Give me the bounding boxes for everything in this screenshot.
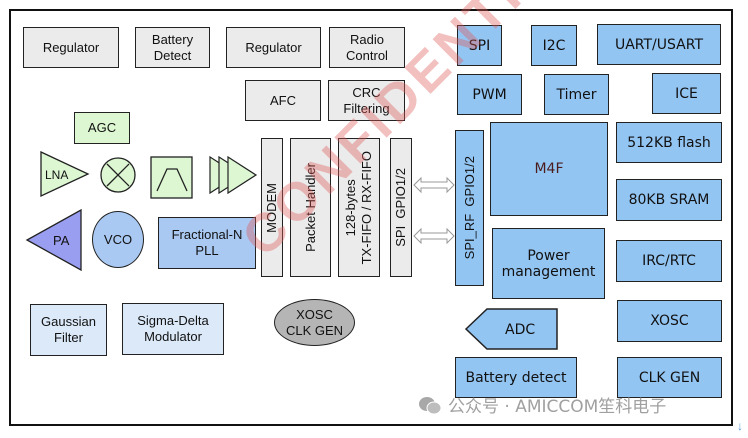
double-arrow-icon-1 bbox=[413, 176, 455, 194]
lna-triangle-icon bbox=[40, 150, 90, 198]
regulator-block-2: Regulator bbox=[226, 27, 321, 68]
agc-block: AGC bbox=[74, 112, 130, 144]
modem-block: MODEM bbox=[261, 138, 283, 277]
lna-label: LNA bbox=[45, 168, 68, 182]
chip-boundary bbox=[9, 9, 733, 426]
battery-detect-mcu-block: Battery detect bbox=[455, 357, 577, 398]
scroll-down-arrow-icon[interactable]: ↓ bbox=[737, 419, 743, 433]
power-label-line2: management bbox=[501, 263, 596, 280]
if-amplifier-chain-icon bbox=[209, 155, 258, 195]
i2c-block: I2C bbox=[531, 25, 577, 66]
wechat-caption-text: 公众号 · AMICCOM笙科电子 bbox=[448, 397, 667, 417]
crc-filtering-block: CRC Filtering bbox=[328, 80, 405, 121]
mixer-icon bbox=[100, 157, 136, 193]
packet-handler-block: Packet Handler bbox=[290, 138, 331, 277]
sigma-delta-modulator-block: Sigma-Delta Modulator bbox=[122, 303, 224, 355]
wechat-caption: 公众号 · AMICCOM笙科电子 bbox=[418, 392, 666, 417]
pll-label-line2: PLL bbox=[195, 243, 219, 258]
sram-label: 80KB SRAM bbox=[628, 192, 710, 208]
regulator-block-1: Regulator bbox=[23, 27, 119, 68]
irc-rtc-block: IRC/RTC bbox=[616, 240, 722, 282]
gaussian-label-line1: Gaussian bbox=[41, 314, 96, 329]
pwm-block: PWM bbox=[457, 74, 522, 115]
sigma-label-line1: Sigma-Delta bbox=[137, 313, 209, 328]
pa-triangle-icon bbox=[25, 208, 82, 272]
uart-usart-block: UART/USART bbox=[597, 24, 721, 65]
timer-block: Timer bbox=[544, 74, 609, 115]
double-arrow-icon-2 bbox=[413, 227, 455, 244]
xosc-clk-gen-rf-block: XOSC CLK GEN bbox=[274, 299, 355, 346]
flash-block: 512KB flash bbox=[616, 122, 722, 163]
agc-label: AGC bbox=[87, 120, 117, 135]
pwm-label: PWM bbox=[472, 86, 507, 103]
radio-control-block: Radio Control bbox=[329, 27, 405, 68]
xosc-mcu-block: XOSC bbox=[617, 300, 722, 342]
fifo-block: 128-bytes TX-FIFO / RX-FIFO bbox=[338, 138, 380, 277]
wechat-icon bbox=[419, 396, 442, 414]
radio-control-label: Radio Control bbox=[346, 31, 388, 63]
interface-arrows bbox=[413, 176, 455, 244]
spi-gpio-rf-label: SPI GPIO1/2 bbox=[393, 168, 408, 247]
clk-gen-label: CLK GEN bbox=[638, 369, 701, 386]
bandpass-filter-icon bbox=[150, 156, 193, 199]
spi-gpio-rf-block: SPI GPIO1/2 bbox=[390, 138, 412, 277]
xosc-rf-label-line1: XOSC bbox=[296, 306, 333, 322]
xosc-rf-label-line2: CLK GEN bbox=[285, 322, 344, 338]
timer-label: Timer bbox=[556, 86, 597, 103]
uart-usart-label: UART/USART bbox=[614, 36, 704, 53]
crc-filtering-label: CRC Filtering bbox=[343, 84, 390, 116]
m4f-label: M4F bbox=[534, 161, 564, 177]
receive-chain: LNA bbox=[40, 150, 258, 199]
battery-detect-block: Battery Detect bbox=[135, 27, 210, 68]
sigma-label-line2: Modulator bbox=[144, 329, 202, 344]
battery-detect-label: Battery Detect bbox=[151, 31, 194, 63]
irc-rtc-label: IRC/RTC bbox=[642, 253, 696, 269]
spi-rf-gpio-block: SPI_RF GPIO1/2 bbox=[455, 130, 484, 286]
vco-block: VCO bbox=[92, 211, 144, 268]
pll-label-line1: Fractional-N bbox=[171, 227, 243, 242]
pa-block: PA bbox=[25, 208, 82, 272]
vco-label: VCO bbox=[103, 231, 133, 247]
power-label-line1: Power bbox=[527, 247, 570, 264]
i2c-label: I2C bbox=[542, 37, 566, 54]
ice-label: ICE bbox=[675, 85, 698, 102]
regulator-label-1: Regulator bbox=[42, 39, 100, 55]
xosc-mcu-label: XOSC bbox=[650, 313, 689, 329]
adc-shape-icon bbox=[465, 308, 558, 350]
spi-block: SPI bbox=[457, 25, 502, 66]
m4f-core-block: M4F bbox=[490, 122, 608, 216]
adc-label: ADC bbox=[505, 322, 535, 338]
regulator-label-2: Regulator bbox=[245, 39, 302, 55]
gaussian-label-line2: Filter bbox=[54, 330, 83, 345]
gaussian-filter-block: Gaussian Filter bbox=[30, 304, 107, 356]
flash-label: 512KB flash bbox=[627, 134, 711, 151]
fractional-n-pll-block: Fractional-N PLL bbox=[158, 217, 256, 269]
sram-block: 80KB SRAM bbox=[616, 179, 722, 221]
pa-label: PA bbox=[53, 233, 70, 248]
adc-block: ADC bbox=[465, 308, 558, 350]
clk-gen-block: CLK GEN bbox=[617, 357, 722, 398]
spi-rf-gpio-label: SPI_RF GPIO1/2 bbox=[461, 156, 477, 260]
spi-label: SPI bbox=[468, 37, 491, 54]
ice-block: ICE bbox=[652, 73, 721, 114]
battery-detect-mcu-label: Battery detect bbox=[465, 369, 567, 386]
afc-label: AFC bbox=[270, 92, 296, 108]
afc-block: AFC bbox=[245, 80, 321, 121]
power-management-block: Power management bbox=[492, 228, 605, 299]
